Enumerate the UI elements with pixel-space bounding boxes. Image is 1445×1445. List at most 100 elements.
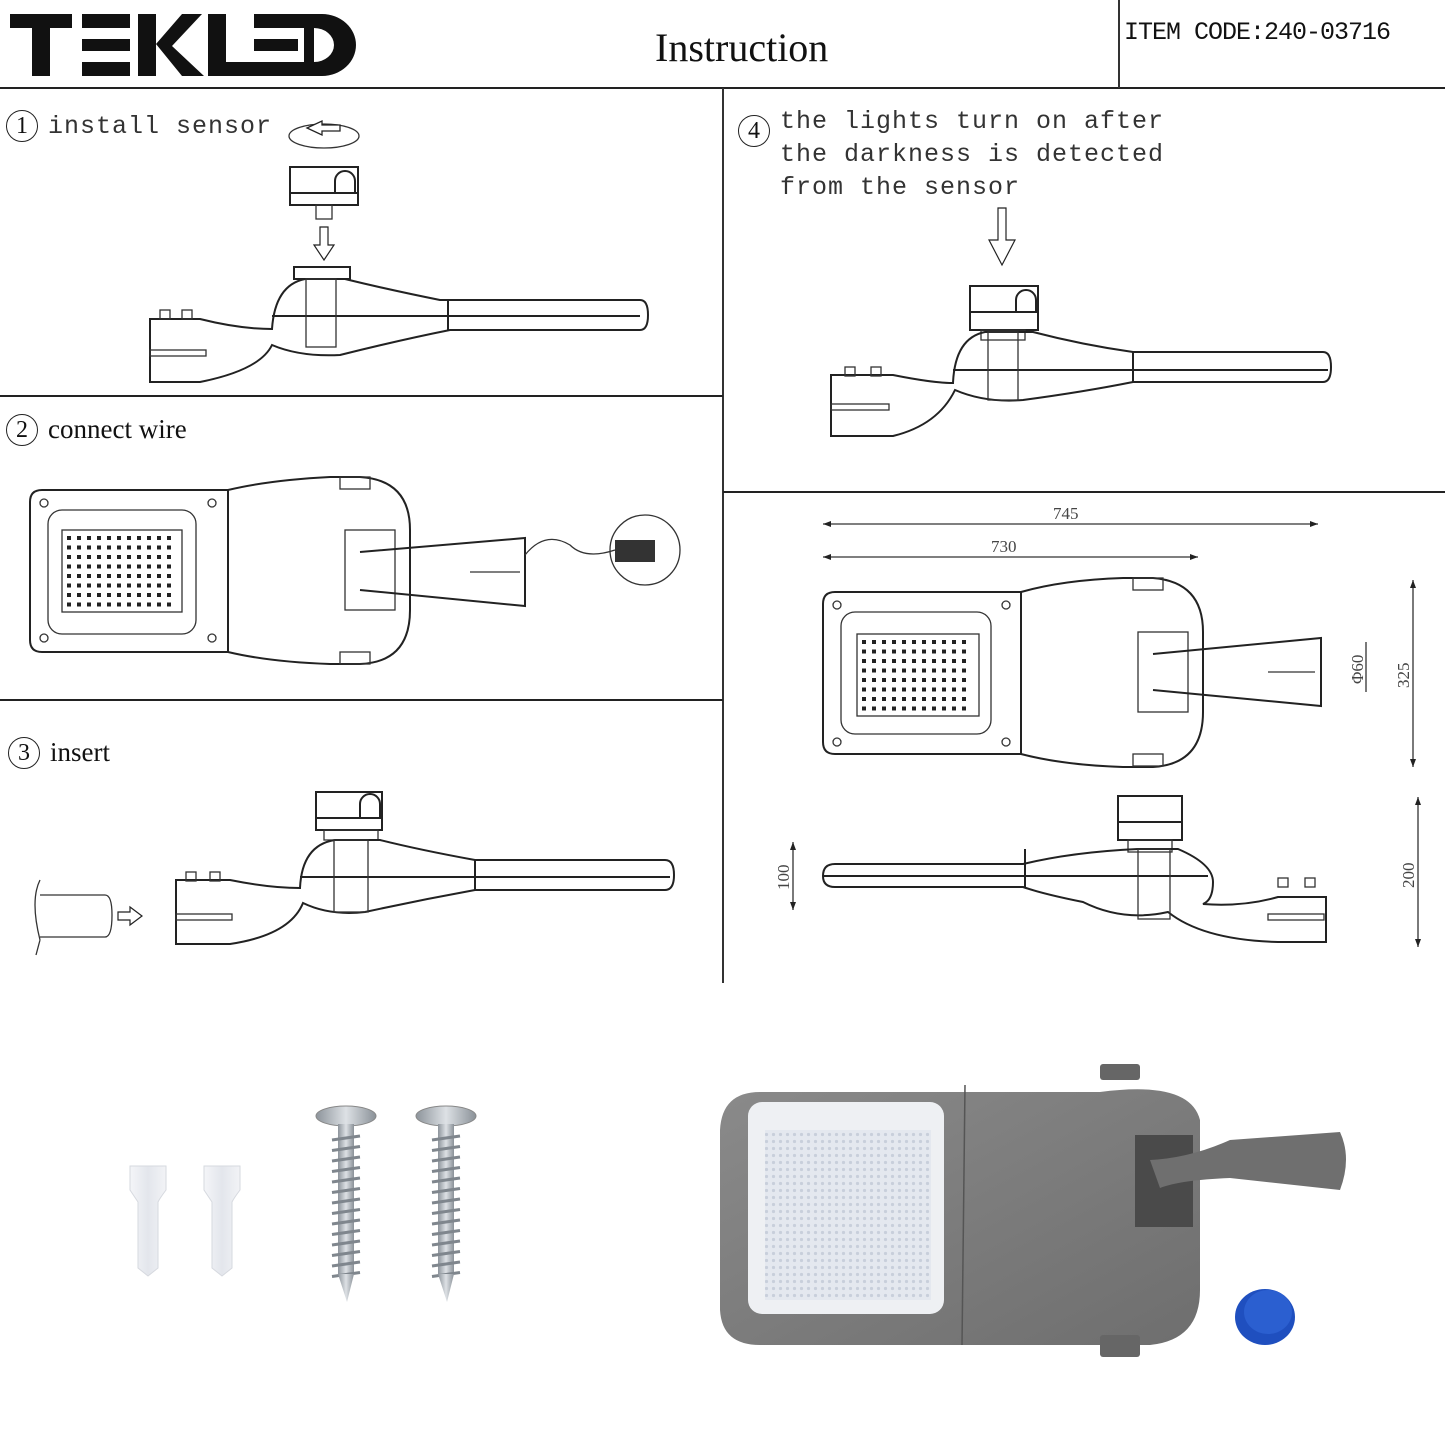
led-dot <box>942 697 946 701</box>
led-dot <box>87 574 91 578</box>
led-dot <box>167 555 171 559</box>
led-dot <box>902 706 906 711</box>
rotate-arrow-icon <box>288 119 360 149</box>
led-dot <box>97 545 101 550</box>
accessories-photo <box>129 1064 1346 1357</box>
led-dot <box>862 706 866 711</box>
down-arrow-icon <box>988 207 1016 267</box>
led-dot <box>962 668 966 673</box>
led-dot <box>137 555 141 559</box>
led-dot <box>952 678 956 682</box>
led-dot <box>862 687 866 692</box>
led-dot <box>77 536 81 540</box>
led-dot <box>902 697 906 701</box>
screw-thread <box>331 1250 361 1257</box>
sensor-icon <box>289 166 359 220</box>
dimension-label: 200 <box>1399 863 1418 889</box>
led-dot <box>117 545 121 550</box>
led-dot <box>962 678 966 682</box>
row-divider <box>723 491 1445 493</box>
screw-thread <box>431 1239 461 1247</box>
led-dot <box>892 687 896 692</box>
screw-thread <box>331 1239 361 1247</box>
led-dot <box>157 555 161 559</box>
led-dot <box>167 593 171 597</box>
led-dot <box>862 668 866 673</box>
led-dot <box>137 583 141 588</box>
led-dot <box>107 602 111 607</box>
screw-thread <box>431 1229 461 1236</box>
led-dot <box>912 678 916 682</box>
led-dot <box>87 536 91 540</box>
led-dot <box>932 697 936 701</box>
column-divider <box>722 88 724 983</box>
led-dot <box>137 564 141 569</box>
led-dot <box>97 536 101 540</box>
led-dot <box>67 583 71 588</box>
led-dot <box>952 668 956 673</box>
led-dot <box>882 659 886 663</box>
led-dot <box>97 555 101 559</box>
led-dot <box>922 706 926 711</box>
led-dot <box>962 697 966 701</box>
led-dot <box>97 574 101 578</box>
led-dot <box>902 668 906 673</box>
led-dot <box>67 555 71 559</box>
screw-thread <box>331 1260 361 1268</box>
step-4-heading: 4 the lights turn on after the darkness … <box>738 105 1164 204</box>
led-dot <box>87 545 91 550</box>
led-dot <box>107 545 111 550</box>
step-3-heading: 3 insert <box>8 737 110 769</box>
luminaire-top-view <box>29 476 526 665</box>
led-dot <box>862 697 866 701</box>
step-number: 2 <box>6 414 38 446</box>
led-dot <box>77 564 81 569</box>
sensor-activation-diagram <box>830 207 1333 437</box>
led-dot <box>127 536 131 540</box>
led-dot <box>942 659 946 663</box>
led-dot <box>922 697 926 701</box>
led-dot <box>147 545 151 550</box>
led-dot <box>87 583 91 588</box>
led-dot <box>87 602 91 607</box>
led-dot <box>872 668 876 673</box>
led-dot <box>167 536 171 540</box>
dimension-label: 745 <box>1053 504 1079 523</box>
row-divider <box>0 395 723 397</box>
luminaire-side-view <box>175 791 676 945</box>
led-dot <box>892 668 896 673</box>
led-dot <box>107 536 111 540</box>
screw-thread <box>431 1155 461 1163</box>
screw-thread <box>331 1197 361 1205</box>
led-dot <box>862 678 866 682</box>
step-2-heading: 2 connect wire <box>6 414 187 446</box>
screw-thread <box>331 1176 361 1184</box>
screw-thread <box>331 1145 361 1152</box>
led-dot <box>902 649 906 654</box>
led-dot <box>882 668 886 673</box>
led-dot <box>942 706 946 711</box>
screw-thread <box>431 1218 461 1226</box>
led-dot <box>97 602 101 607</box>
led-dot <box>127 574 131 578</box>
row-divider <box>0 699 723 701</box>
item-code: ITEM CODE:240-03716 <box>1124 18 1391 47</box>
led-dot <box>137 545 141 550</box>
step-number: 1 <box>6 110 38 142</box>
led-dot <box>127 583 131 588</box>
step-label: install sensor <box>48 112 273 141</box>
led-dot <box>872 649 876 654</box>
led-dot <box>932 678 936 682</box>
pole-icon <box>34 879 143 956</box>
led-dot <box>912 668 916 673</box>
led-dot <box>932 687 936 692</box>
screw-thread <box>331 1208 361 1215</box>
led-dot <box>117 593 121 597</box>
screw-icon <box>415 1105 477 1302</box>
led-dot <box>97 593 101 597</box>
screw-thread <box>331 1134 361 1142</box>
screw-thread <box>331 1218 361 1226</box>
led-dot <box>872 640 876 644</box>
led-dot <box>127 602 131 607</box>
led-dot <box>87 593 91 597</box>
